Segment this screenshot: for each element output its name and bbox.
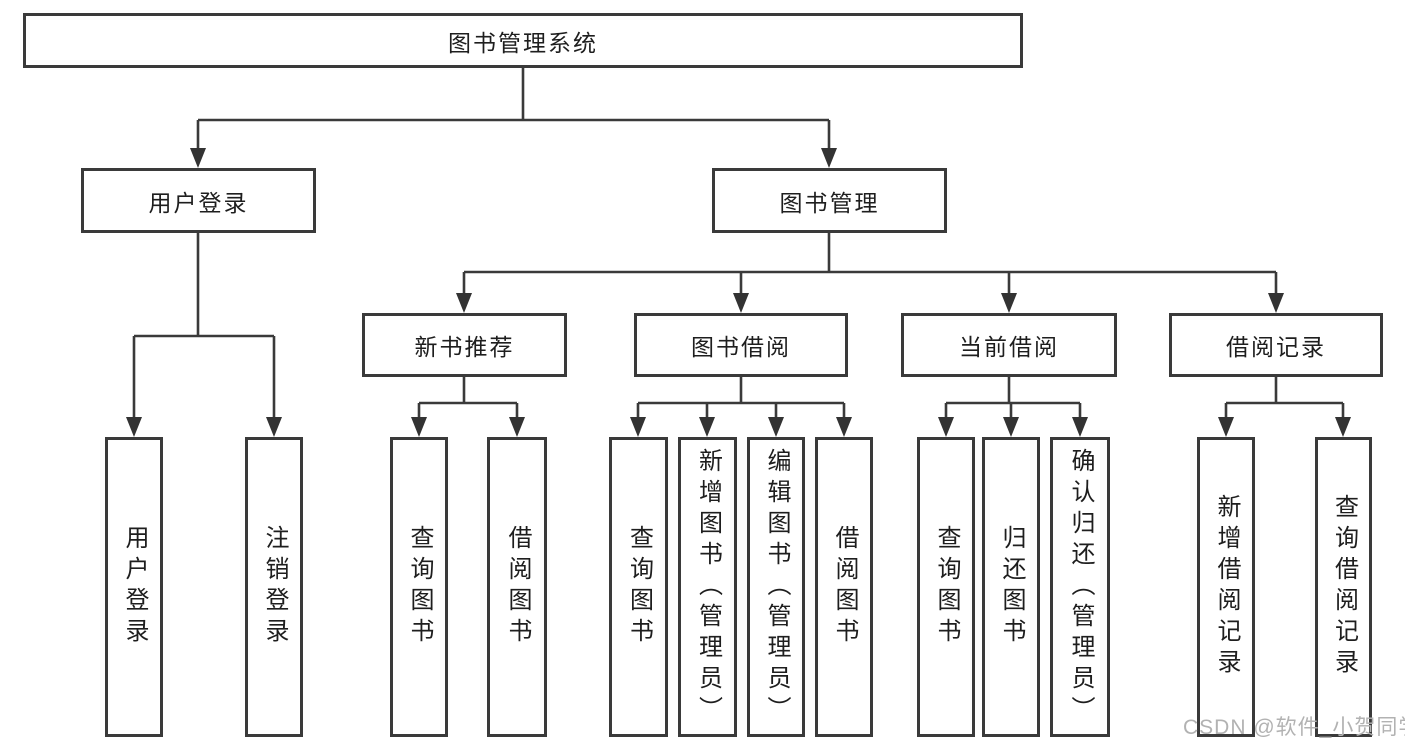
csdn-watermark: CSDN @软件_小贺同学	[1183, 716, 1405, 739]
edge-book-management-to-level3	[462, 233, 1278, 295]
arrowhead-bb-edit	[768, 417, 784, 437]
node-new-book-recommend: 新书推荐	[362, 313, 567, 377]
arrowhead-leaf-login	[126, 417, 142, 437]
node-current-borrow: 当前借阅	[901, 313, 1117, 377]
arrowhead-br-add	[1218, 417, 1234, 437]
leaf-br-add-record: 新增借阅记录	[1197, 437, 1255, 737]
node-book-borrow-label: 图书借阅	[691, 334, 791, 360]
leaf-bb-add-book: 新增图书（管理员）	[678, 437, 737, 737]
node-borrow-record: 借阅记录	[1169, 313, 1383, 377]
arrowhead-bb-borrow	[836, 417, 852, 437]
edge-user-login-to-leaves	[132, 233, 276, 419]
arrowhead-user-login	[190, 148, 206, 168]
arrowhead-cb-query	[938, 417, 954, 437]
leaf-nb-borrow-book: 借阅图书	[487, 437, 547, 737]
leaf-bb-query-book: 查询图书	[609, 437, 668, 737]
arrowhead-bb-add	[699, 417, 715, 437]
node-borrow-record-label: 借阅记录	[1226, 334, 1326, 360]
leaf-bb-query-book-label: 查询图书	[625, 525, 653, 649]
arrowhead-br-query	[1335, 417, 1351, 437]
arrowhead-book-borrow	[733, 293, 749, 313]
leaf-cb-return-book-label: 归还图书	[998, 525, 1025, 649]
leaf-nb-query-book-label: 查询图书	[406, 525, 433, 649]
arrowhead-nb-query	[411, 417, 427, 437]
leaf-cb-confirm-return: 确认归还（管理员）	[1050, 437, 1110, 737]
node-new-book-recommend-label: 新书推荐	[414, 334, 515, 360]
node-user-login-label: 用户登录	[148, 189, 249, 216]
node-book-borrow: 图书借阅	[634, 313, 848, 377]
leaf-logout: 注销登录	[245, 437, 303, 737]
leaf-bb-edit-book: 编辑图书（管理员）	[747, 437, 805, 737]
edge-root-to-level2	[196, 68, 831, 150]
leaf-br-query-record: 查询借阅记录	[1315, 437, 1372, 737]
leaf-nb-borrow-book-label: 借阅图书	[504, 525, 531, 649]
node-book-management: 图书管理	[712, 168, 947, 233]
arrowhead-current-borrow	[1001, 293, 1017, 313]
leaf-nb-query-book: 查询图书	[390, 437, 448, 737]
arrowhead-borrow-record	[1268, 293, 1284, 313]
leaf-cb-confirm-return-label: 确认归还（管理员）	[1067, 447, 1094, 727]
leaf-cb-query-book: 查询图书	[917, 437, 975, 737]
node-root: 图书管理系统	[23, 13, 1023, 68]
leaf-bb-borrow-book: 借阅图书	[815, 437, 873, 737]
leaf-cb-query-book-label: 查询图书	[933, 525, 960, 649]
edge-new-book-to-leaves	[417, 377, 519, 419]
arrowhead-cb-confirm	[1072, 417, 1088, 437]
arrowhead-book-management	[821, 148, 837, 168]
node-root-label: 图书管理系统	[448, 29, 598, 56]
leaf-user-login-label: 用户登录	[121, 525, 148, 649]
arrowhead-leaf-logout	[266, 417, 282, 437]
leaf-logout-label: 注销登录	[261, 525, 288, 649]
leaf-bb-edit-book-label: 编辑图书（管理员）	[763, 447, 790, 727]
edge-book-borrow-to-leaves	[636, 377, 846, 419]
leaf-bb-borrow-book-label: 借阅图书	[831, 525, 858, 649]
leaf-user-login: 用户登录	[105, 437, 163, 737]
leaf-br-query-record-label: 查询借阅记录	[1330, 494, 1358, 680]
leaf-bb-add-book-label: 新增图书（管理员）	[694, 447, 722, 727]
node-user-login: 用户登录	[81, 168, 316, 233]
node-book-management-label: 图书管理	[779, 189, 880, 216]
arrowhead-bb-query	[630, 417, 646, 437]
leaf-cb-return-book: 归还图书	[982, 437, 1040, 737]
arrowhead-cb-return	[1003, 417, 1019, 437]
arrowhead-nb-borrow	[509, 417, 525, 437]
arrowhead-new-book	[456, 293, 472, 313]
node-current-borrow-label: 当前借阅	[959, 334, 1059, 360]
edge-borrow-record-to-leaves	[1224, 377, 1345, 419]
leaf-br-add-record-label: 新增借阅记录	[1213, 494, 1240, 680]
edge-current-borrow-to-leaves	[944, 377, 1082, 419]
